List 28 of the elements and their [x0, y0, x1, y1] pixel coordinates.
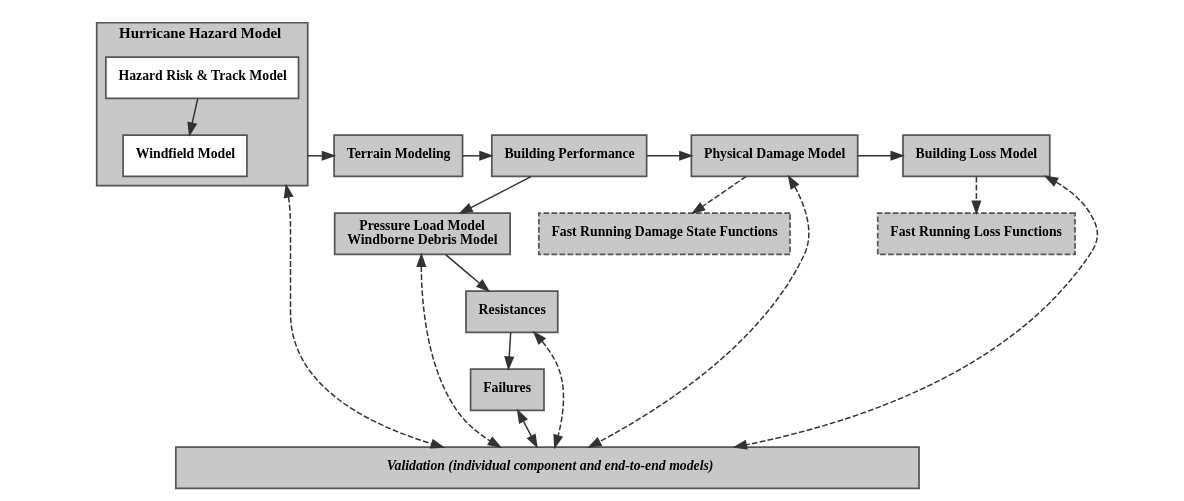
arrow [532, 330, 564, 449]
arrow [732, 175, 1098, 450]
node-box: Building Performance [490, 133, 647, 177]
arrow [586, 174, 810, 448]
arrow [970, 175, 981, 215]
arrow [461, 150, 494, 161]
arrow [503, 331, 514, 371]
arrow [283, 182, 445, 448]
arrow [856, 150, 905, 161]
arrow [415, 252, 502, 448]
node-box: Pressure Load Model Windborne Debris Model [333, 211, 511, 255]
arrow [306, 150, 336, 161]
arrow [444, 253, 490, 292]
arrow [186, 97, 198, 137]
arrow [645, 150, 694, 161]
node-box: Fast Running Damage State Functions [537, 211, 791, 255]
node-box: Resistances [464, 289, 559, 333]
node-box: Building Loss Model [901, 133, 1051, 177]
node-box: Physical Damage Model [690, 133, 859, 177]
arrow [457, 175, 532, 214]
node-box: Fast Running Loss Functions [876, 211, 1076, 255]
node-box: Validation (individual component and end-to-end models) [174, 445, 920, 489]
node-box: Windfield Model [121, 133, 248, 177]
arrow [690, 175, 747, 214]
node-box: Terrain Modeling [332, 133, 463, 177]
node-box: Failures [469, 367, 545, 411]
arrow [516, 408, 538, 449]
node-box: Hazard Risk & Track Model [104, 55, 299, 99]
